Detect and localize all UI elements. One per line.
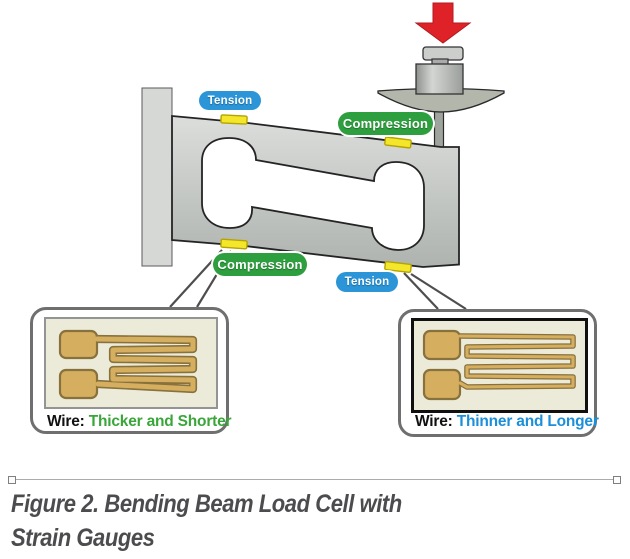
mounting-wall [141, 87, 173, 267]
wire-prefix: Wire: [47, 413, 85, 430]
strain-gauge-drawing-thicker [44, 317, 218, 409]
horizontal-divider [12, 479, 617, 480]
strain-gauge-bottom-right [384, 261, 412, 273]
figure-caption-line2: Strain Gauges [11, 524, 155, 552]
strain-gauge-bottom-left [220, 238, 248, 250]
label-compression-top: Compression [338, 112, 433, 135]
strain-gauge-drawing-thinner [411, 318, 588, 413]
gauge-art-right [422, 329, 576, 401]
divider-handle-right[interactable] [613, 476, 621, 484]
figure-caption: Figure 2. Bending Beam Load Cell with St… [11, 487, 402, 555]
strain-gauges [220, 114, 412, 273]
weight [415, 46, 464, 95]
wire-desc-thinner-longer: Thinner and Longer [456, 413, 599, 430]
strain-gauge-top-right [384, 136, 412, 149]
beam-body [171, 115, 460, 268]
label-tension-top: Tension [199, 91, 261, 110]
down-arrow-icon [414, 2, 472, 44]
callout-box-compression-gauge: Wire: Thicker and Shorter [30, 307, 232, 434]
wire-caption-left: Wire: Thicker and Shorter [47, 413, 232, 431]
gauge-art-left [58, 329, 198, 400]
callout-box-tension-gauge: Wire: Thinner and Longer [398, 309, 599, 437]
label-compression-bottom: Compression [213, 253, 307, 276]
strain-gauge-top-left [220, 114, 248, 125]
divider-handle-left[interactable] [8, 476, 16, 484]
wire-desc-thicker-shorter: Thicker and Shorter [88, 413, 232, 430]
wire-prefix: Wire: [415, 413, 453, 430]
figure-caption-line1: Figure 2. Bending Beam Load Cell with [11, 490, 402, 518]
label-tension-bottom: Tension [336, 272, 398, 292]
wire-caption-right: Wire: Thinner and Longer [415, 413, 599, 431]
